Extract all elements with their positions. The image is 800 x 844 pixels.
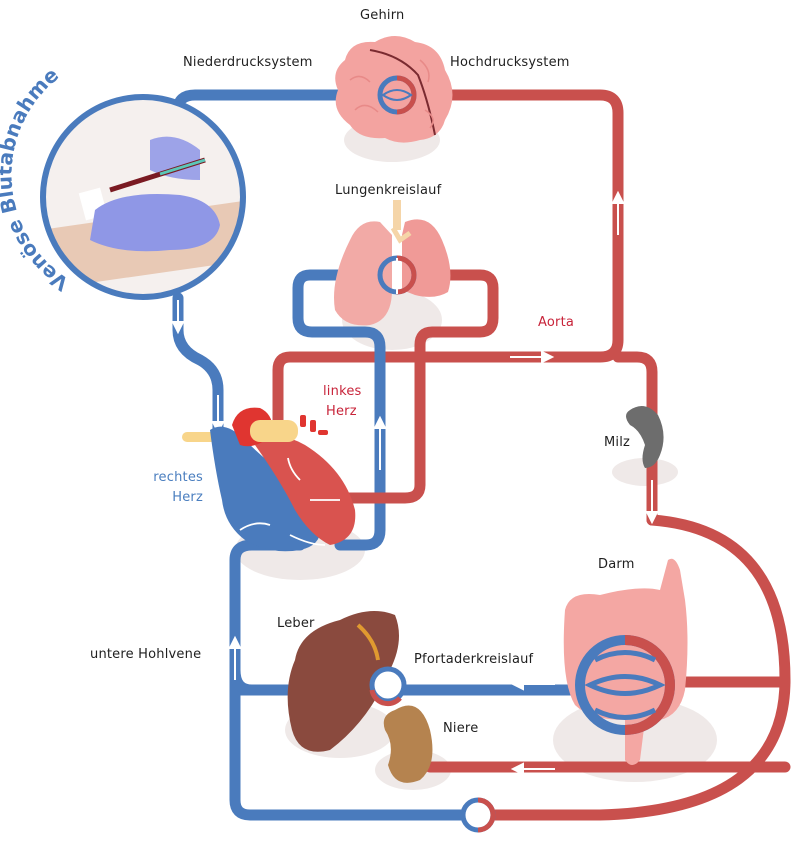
label-high-pressure-system: Hochdrucksystem <box>450 55 570 70</box>
blood-draw-photo <box>40 94 246 300</box>
label-brain: Gehirn <box>360 8 405 23</box>
label-right-heart-line2: Herz <box>172 490 203 505</box>
label-kidney: Niere <box>443 721 479 736</box>
capillary-intestine <box>575 635 675 735</box>
vein-liver-connection <box>229 664 258 696</box>
flow-arrows <box>171 190 659 776</box>
artery-brain <box>272 89 624 426</box>
artery-pulmonary <box>339 269 499 504</box>
artery-spleen <box>612 351 658 526</box>
label-left-heart-line1: linkes <box>323 384 362 399</box>
kidney-illustration <box>383 705 433 783</box>
capillary-lung <box>377 255 417 295</box>
heart-illustration <box>182 407 356 552</box>
label-right-heart-line1: rechtes <box>153 470 203 485</box>
label-spleen: Milz <box>604 435 631 450</box>
label-pulmonary-circulation: Lungenkreislauf <box>335 183 442 198</box>
capillary-bottom <box>460 797 496 833</box>
label-aorta: Aorta <box>538 315 575 330</box>
vein-pulmonary <box>292 269 386 551</box>
label-inferior-vena-cava: untere Hohlvene <box>90 647 202 662</box>
label-low-pressure-system: Niederdrucksystem <box>183 55 313 70</box>
liver-illustration <box>287 611 399 752</box>
spleen-illustration <box>626 406 664 468</box>
capillary-brain <box>377 75 417 115</box>
label-intestine: Darm <box>598 557 635 572</box>
vein-superior <box>172 292 224 436</box>
label-portal-circulation: Pfortaderkreislauf <box>414 652 534 667</box>
label-left-heart-line2: Herz <box>326 404 357 419</box>
capillary-liver <box>369 666 407 707</box>
label-liver: Leber <box>277 616 315 631</box>
